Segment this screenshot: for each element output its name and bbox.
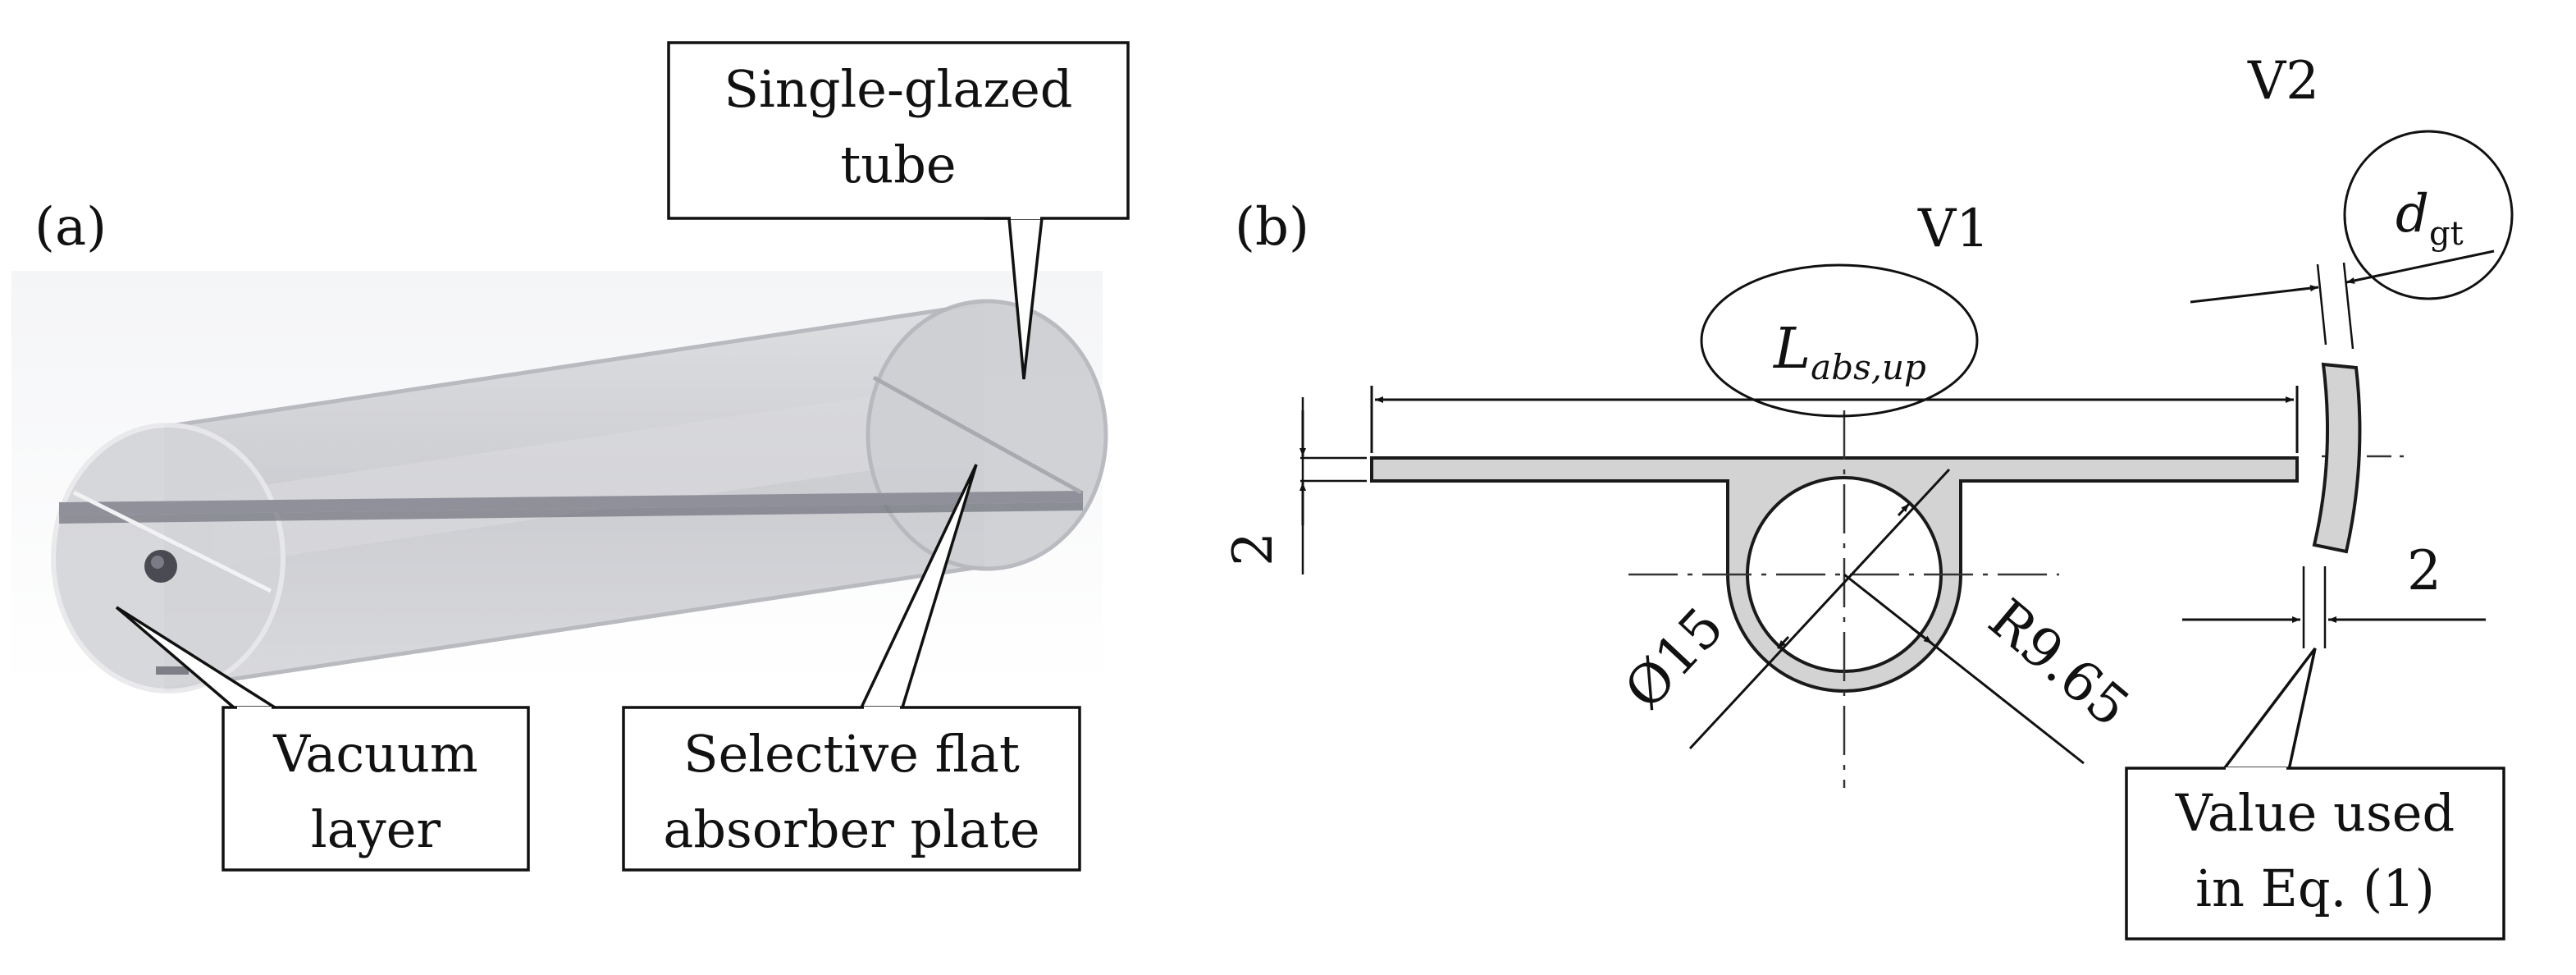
panel-b-label: (b) xyxy=(1235,197,1309,258)
callout-absorber-plate: Selective flat absorber plate xyxy=(622,464,1081,872)
dim-radius-label: R9.65 xyxy=(1977,587,2141,739)
view-v1-ellipse xyxy=(1700,263,1979,418)
dimension-glass-thickness: 2 xyxy=(2182,539,2486,648)
dimension-plate-thickness: 2 xyxy=(1222,397,1367,574)
panel-b: (b) V1 Labs,up xyxy=(1222,51,2514,941)
panel-a: (a) xyxy=(11,41,1130,872)
view-v2-circle xyxy=(2343,130,2514,300)
callout-vacuum-layer: Vacuum layer xyxy=(115,606,530,872)
dimension-glass-thickness-detail: V2 dgt xyxy=(2190,51,2514,350)
dim-glass-thickness-label: 2 xyxy=(2407,539,2441,602)
dim-plate-thickness-label: 2 xyxy=(1222,532,1285,566)
panel-a-label: (a) xyxy=(34,197,107,258)
dimension-length: V1 Labs,up xyxy=(1370,199,2299,453)
view-v2-label: V2 xyxy=(2247,51,2319,112)
callout-absorber-line2: absorber plate xyxy=(663,799,1039,859)
tube-end-cap-far xyxy=(866,299,1108,571)
callout-absorber-line1: Selective flat xyxy=(683,724,1020,784)
absorber-cross-section xyxy=(1370,456,2299,693)
callout-tube-line1: Single-glazed xyxy=(724,59,1073,119)
glass-tube xyxy=(51,299,1108,693)
glass-tube-section xyxy=(2312,362,2362,554)
callout-value-line2: in Eq. (1) xyxy=(2195,858,2435,918)
dim-length-label: Labs,up xyxy=(1772,317,1926,387)
absorber-plate xyxy=(59,491,1083,515)
callout-vacuum-line1: Vacuum xyxy=(272,724,477,784)
callout-value-used: Value used in Eq. (1) xyxy=(2125,647,2505,941)
callout-tube-line2: tube xyxy=(840,135,956,195)
callout-vacuum-line2: layer xyxy=(311,799,441,859)
dim-diameter-label: Ø15 xyxy=(1612,595,1735,721)
dim-gt-label: dgt xyxy=(2396,184,2464,253)
view-v1-label: V1 xyxy=(1917,199,1989,259)
callout-single-glazed-tube: Single-glazed tube xyxy=(667,41,1130,380)
callout-value-line1: Value used xyxy=(2175,783,2455,843)
